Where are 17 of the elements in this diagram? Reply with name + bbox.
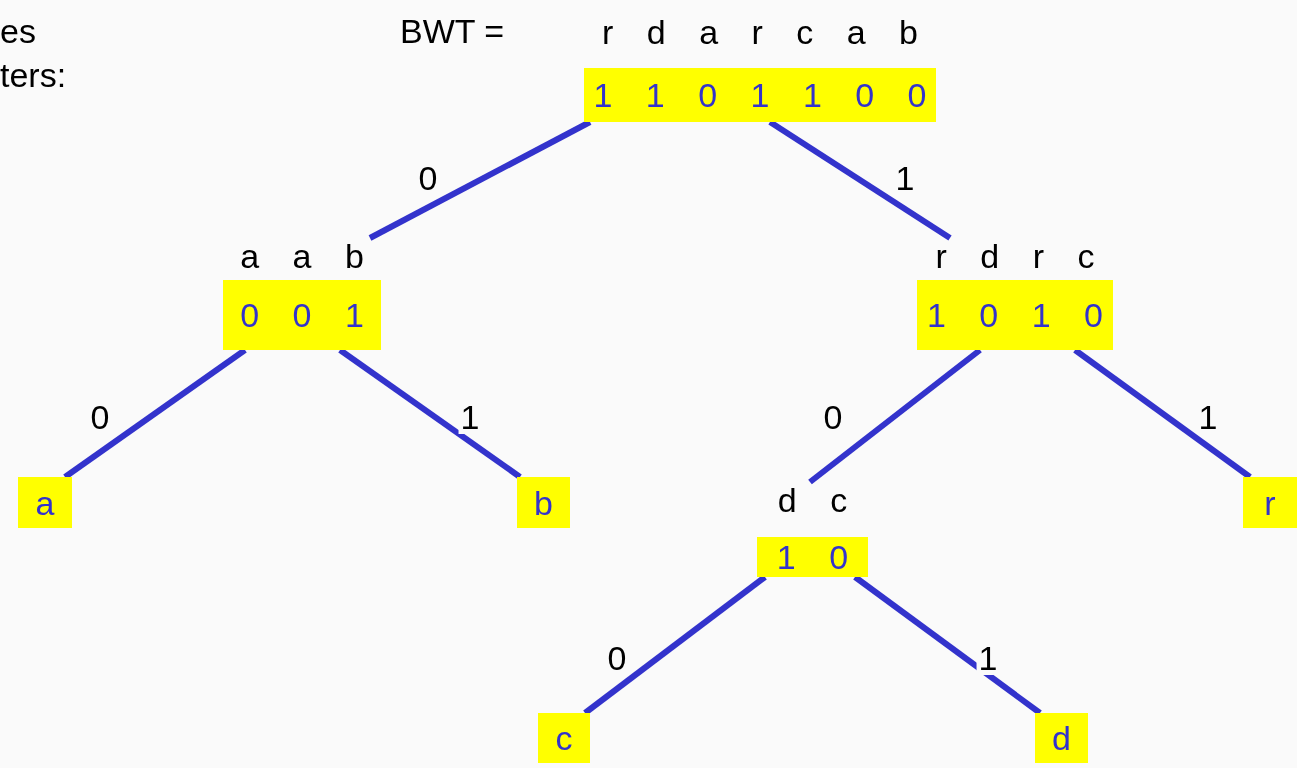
bit-vector: 1 1 0 1 1 0 0 (584, 68, 936, 122)
bit-vector: 0 0 1 (223, 280, 381, 350)
leaf-symbol: d (1035, 713, 1088, 763)
leaf-symbol: b (517, 477, 570, 528)
tree-branch (368, 119, 592, 241)
leaf-symbol: c (538, 713, 590, 763)
leaf-symbol: r (1243, 477, 1297, 528)
bit-vector: 1 0 1 0 (917, 280, 1113, 350)
text-label: ters: (0, 58, 67, 92)
symbol-sequence: r d a r c a b (602, 12, 918, 52)
text-label: BWT = (400, 14, 505, 48)
leaf-symbol: a (18, 477, 72, 528)
bit-vector: 1 0 (757, 537, 868, 577)
symbol-sequence: r d r c (935, 238, 1095, 274)
symbol-sequence: a a b (240, 238, 364, 274)
text-label: es (0, 14, 36, 48)
symbol-sequence: d c (777, 482, 848, 518)
